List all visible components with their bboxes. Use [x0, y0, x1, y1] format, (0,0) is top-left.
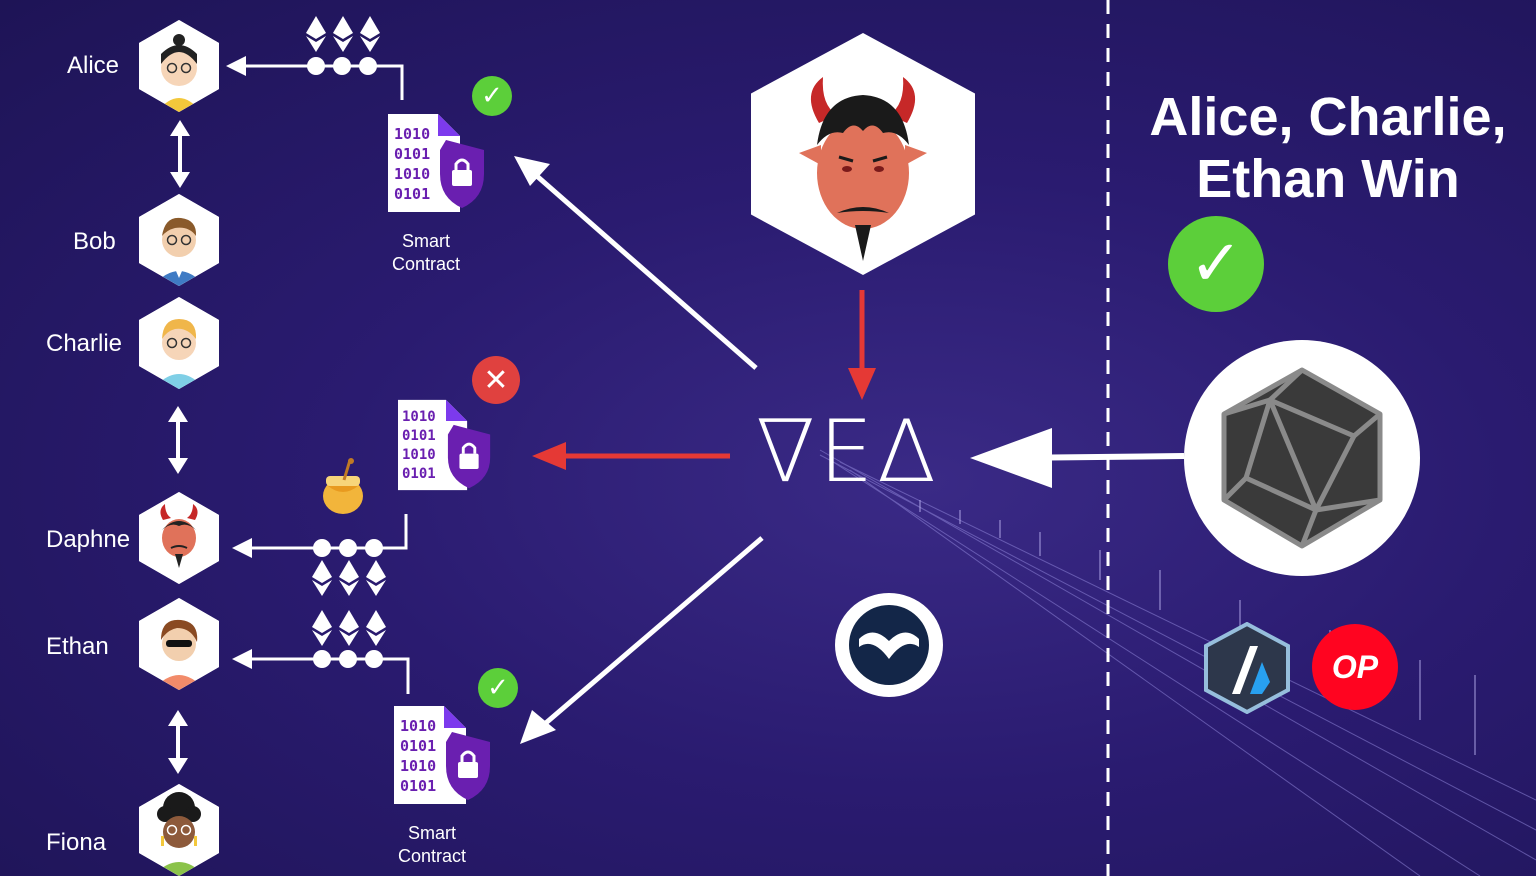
arbitrum-icon	[1204, 622, 1290, 714]
result-line-2: Ethan Win	[1196, 149, 1460, 209]
smart-contract-top: 1010 0101 1010 0101	[386, 112, 490, 216]
label-line: Contract	[397, 846, 467, 866]
smart-contract-label: Smart Contract	[366, 230, 486, 276]
label-line: Smart	[401, 231, 450, 251]
person-name: Alice	[67, 52, 120, 79]
binary-line: 0101	[402, 428, 436, 444]
devil-icon	[799, 77, 927, 261]
binary-text: 1010 0101 1010 0101	[394, 124, 430, 204]
check-icon: ✓	[1168, 216, 1264, 312]
check-icon: ✓	[478, 668, 518, 708]
person-name: Charlie	[46, 330, 123, 357]
optimism-text: OP	[1331, 648, 1379, 685]
ethereum-icon	[306, 16, 380, 52]
smart-contract-label: Smart Contract	[372, 822, 492, 868]
payout-lines	[226, 56, 410, 694]
binary-line: 1010	[394, 125, 431, 143]
ethereum-icon	[312, 610, 386, 646]
label-line: Smart	[407, 823, 456, 843]
binary-line: 0101	[402, 466, 436, 482]
person-name: Fiona	[46, 829, 107, 856]
binary-line: 1010	[400, 717, 437, 735]
person-name: Bob	[73, 228, 116, 255]
vea-logo: ∇EΔ	[756, 402, 940, 502]
person-name: Ethan	[46, 633, 109, 660]
person-name: Daphne	[46, 526, 131, 553]
binary-line: 0101	[400, 737, 437, 755]
honey-pot-icon	[323, 458, 363, 514]
binary-line: 0101	[394, 185, 431, 203]
result-line-1: Alice, Charlie,	[1149, 87, 1507, 147]
binary-text: 1010 0101 1010 0101	[402, 408, 436, 484]
gnosis-owl-icon	[835, 593, 943, 697]
d20-dice-icon	[1184, 340, 1420, 576]
binary-text: 1010 0101 1010 0101	[400, 716, 436, 796]
binary-line: 0101	[400, 777, 437, 795]
smart-contract-middle: 1010 0101 1010 0101	[394, 398, 498, 494]
label-line: Contract	[391, 254, 461, 274]
smart-contract-bottom: 1010 0101 1010 0101	[392, 704, 496, 808]
optimism-icon: OP	[1312, 624, 1398, 710]
ethereum-icon	[312, 560, 386, 596]
binary-line: 1010	[402, 447, 436, 463]
x-icon: ✕	[472, 356, 520, 404]
binary-line: 1010	[394, 165, 431, 183]
binary-line: 0101	[394, 145, 431, 163]
avatar	[139, 297, 219, 389]
binary-line: 1010	[402, 409, 436, 425]
check-icon: ✓	[472, 76, 512, 116]
binary-line: 1010	[400, 757, 437, 775]
result-title: Alice, Charlie, Ethan Win	[1128, 86, 1528, 210]
pair-connectors	[168, 120, 190, 774]
